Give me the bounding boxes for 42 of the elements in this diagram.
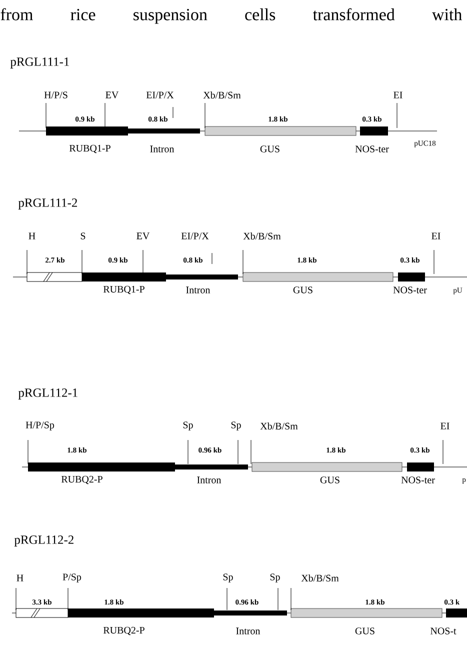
restriction-site-label: EI bbox=[440, 422, 450, 430]
segment-label: Intron bbox=[236, 628, 260, 634]
segment-label: NOS-ter bbox=[355, 146, 389, 152]
segment-label: Intron bbox=[150, 146, 174, 152]
restriction-site-label: Sp bbox=[231, 422, 241, 430]
segment-label: Intron bbox=[186, 286, 210, 294]
construct-name: pRGL111-2 bbox=[18, 198, 77, 210]
restriction-site-label: EI bbox=[394, 92, 402, 98]
body-text: from rice suspension cells transformed with bbox=[0, 8, 462, 24]
restriction-site-label: Xb/B/Sm bbox=[260, 422, 298, 430]
restriction-site-label: EV bbox=[106, 92, 119, 98]
restriction-site-label: Sp bbox=[223, 574, 233, 582]
restriction-site-label: EV bbox=[136, 232, 150, 240]
segment-label: GUS bbox=[260, 146, 280, 152]
segment-label: RUBQ2-P bbox=[61, 476, 102, 484]
construct-name: pRGL112-2 bbox=[14, 536, 74, 546]
restriction-site-label: H bbox=[16, 574, 24, 582]
restriction-site-label: EI/P/X bbox=[181, 232, 209, 240]
segment-label: NOS-t bbox=[430, 628, 456, 634]
segment-label: RUBQ2-P bbox=[103, 626, 144, 636]
segment-label: NOS-ter bbox=[393, 286, 427, 294]
restriction-site-label: EI bbox=[432, 232, 440, 240]
restriction-site-label: H/P/S bbox=[44, 92, 68, 98]
restriction-site-label: H bbox=[28, 232, 36, 240]
segment-label: GUS bbox=[355, 628, 374, 634]
segment-label: GUS bbox=[293, 286, 312, 294]
restriction-site-label: Sp bbox=[183, 422, 193, 430]
restriction-site-label: Xb/B/Sm bbox=[203, 91, 241, 99]
segment-label: GUS bbox=[320, 476, 340, 484]
restriction-site-label: S bbox=[80, 232, 86, 240]
restriction-site-label: EI/P/X bbox=[146, 92, 174, 98]
segment-label: RUBQ1-P bbox=[69, 144, 110, 154]
restriction-site-label: H/P/Sp bbox=[26, 422, 54, 430]
construct-name: pRGL112-1 bbox=[18, 388, 78, 400]
segment-label: RUBQ1-P bbox=[103, 286, 144, 294]
restriction-site-label: Xb/B/Sm bbox=[243, 232, 281, 240]
segment-label: NOS-ter bbox=[401, 476, 435, 484]
restriction-site-label: Sp bbox=[270, 574, 280, 582]
restriction-site-label: P/Sp bbox=[62, 574, 82, 582]
segment-label: Intron bbox=[197, 476, 222, 484]
construct-name: pRGL111-1 bbox=[10, 58, 69, 68]
restriction-site-label: Xb/B/Sm bbox=[301, 574, 339, 582]
